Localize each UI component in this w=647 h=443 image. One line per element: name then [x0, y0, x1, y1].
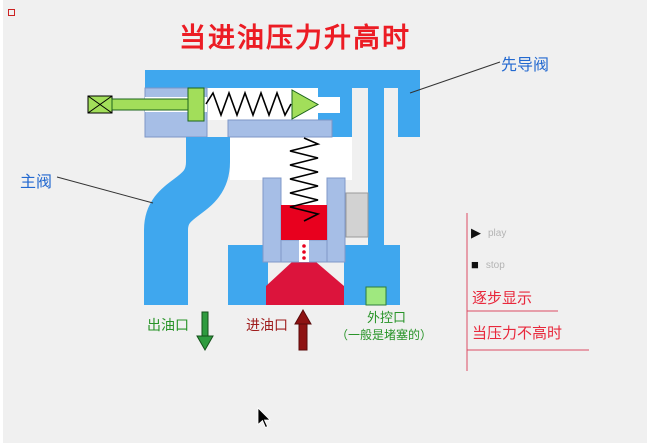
label-inlet-port: 进油口 — [246, 317, 288, 333]
top-cover-bar — [145, 70, 420, 88]
panel-rule-lines — [466, 213, 589, 371]
bottom-left-block — [228, 245, 268, 305]
main-piston-cup — [262, 177, 346, 263]
spring-plate — [187, 87, 205, 122]
page-title: 当进油压力升高时 — [179, 23, 411, 53]
corner-marker — [8, 9, 15, 16]
stop-button[interactable]: ■ stop — [471, 258, 505, 272]
right-wall — [398, 88, 420, 137]
outlet-passage-tube — [144, 137, 230, 305]
pilot-poppet-cone — [291, 89, 320, 120]
inlet-pressure-region — [266, 262, 344, 305]
callout-pilot-valve: 先导阀 — [501, 57, 550, 74]
label-external-port-note: （一般是堵塞的） — [336, 328, 433, 342]
play-button-label: play — [488, 227, 507, 239]
mouse-cursor — [257, 407, 271, 429]
pilot-valve-leader-line — [409, 61, 501, 94]
callout-main-valve: 主阀 — [20, 174, 53, 191]
left-edge-strip — [0, 0, 3, 443]
inlet-flow-arrow — [294, 308, 312, 351]
outlet-flow-arrow — [196, 311, 214, 352]
pilot-piston-assembly — [87, 87, 320, 122]
main-spring — [289, 137, 321, 222]
stop-icon: ■ — [471, 257, 479, 272]
label-external-port: 外控口 — [367, 310, 407, 325]
play-button[interactable]: ▶ play — [471, 226, 506, 240]
pilot-seat-slot — [316, 97, 340, 113]
pilot-spring — [205, 90, 292, 118]
external-port-plug — [365, 286, 387, 306]
main-valve-leader-line — [56, 176, 154, 204]
stop-button-label: stop — [485, 259, 505, 271]
panel-low-pressure-text: 当压力不高时 — [472, 325, 563, 342]
label-outlet-port: 出油口 — [147, 317, 189, 333]
panel-step-display-text: 逐步显示 — [472, 290, 533, 307]
spacer-block — [345, 192, 369, 238]
spring-seat-bar — [227, 119, 333, 138]
play-icon: ▶ — [471, 225, 481, 240]
piston-rod — [111, 98, 189, 111]
valve-body — [144, 70, 420, 305]
